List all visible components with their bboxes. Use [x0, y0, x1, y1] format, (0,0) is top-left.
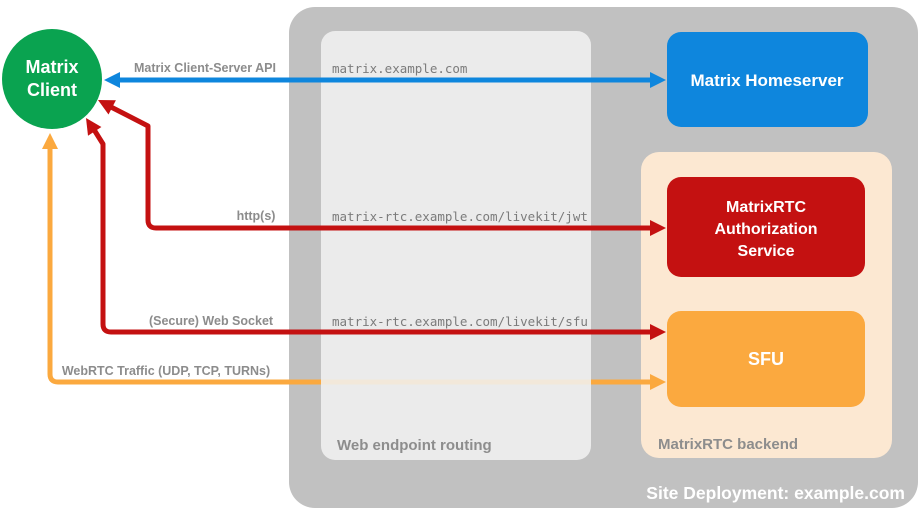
websocket-arrow — [86, 118, 666, 340]
sfu-label: SFU — [748, 349, 784, 369]
webrtc-traffic-label: WebRTC Traffic (UDP, TCP, TURNs) — [62, 364, 270, 378]
webrtc-traffic-line — [47, 146, 654, 385]
endpoint-url-matrix: matrix.example.com — [332, 61, 467, 76]
client-label-line1: Matrix — [25, 57, 78, 77]
endpoint-url-livekit-sfu: matrix-rtc.example.com/livekit/sfu — [332, 314, 588, 329]
websocket-client-arrowhead-icon — [86, 118, 102, 136]
matrixrtc-backend-label: MatrixRTC backend — [658, 436, 798, 453]
sfu-node — [667, 311, 865, 407]
web-endpoint-routing-label: Web endpoint routing — [337, 437, 492, 454]
websocket-sfu-arrowhead-icon — [650, 324, 666, 340]
https-arrow — [98, 100, 666, 236]
webrtc-sfu-arrowhead-icon — [650, 374, 666, 390]
api-homeserver-arrowhead-icon — [650, 72, 666, 88]
client-server-api-arrow — [104, 72, 666, 88]
auth-service-label-line2: Authorization — [714, 221, 817, 238]
endpoint-url-livekit-jwt: matrix-rtc.example.com/livekit/jwt — [332, 209, 588, 224]
client-label-line2: Client — [27, 80, 77, 100]
api-client-arrowhead-icon — [104, 72, 120, 88]
websocket-label: (Secure) Web Socket — [149, 314, 274, 328]
matrix-homeserver-node — [667, 32, 868, 127]
web-endpoint-routing-box — [321, 31, 591, 460]
auth-service-label-line1: MatrixRTC — [726, 199, 806, 216]
auth-service-node — [667, 177, 865, 277]
webrtc-traffic-arrow — [42, 133, 666, 390]
https-line — [107, 103, 654, 231]
websocket-line — [90, 126, 654, 335]
https-auth-arrowhead-icon — [650, 220, 666, 236]
client-server-api-label: Matrix Client-Server API — [134, 61, 276, 75]
webrtc-client-arrowhead-icon — [42, 133, 58, 149]
site-deployment-label: Site Deployment: example.com — [646, 483, 905, 503]
auth-service-label-line3: Service — [738, 243, 795, 260]
https-label: http(s) — [237, 209, 276, 223]
https-client-arrowhead-icon — [98, 100, 116, 115]
matrix-client-node — [2, 29, 102, 129]
homeserver-label: Matrix Homeserver — [690, 71, 843, 90]
